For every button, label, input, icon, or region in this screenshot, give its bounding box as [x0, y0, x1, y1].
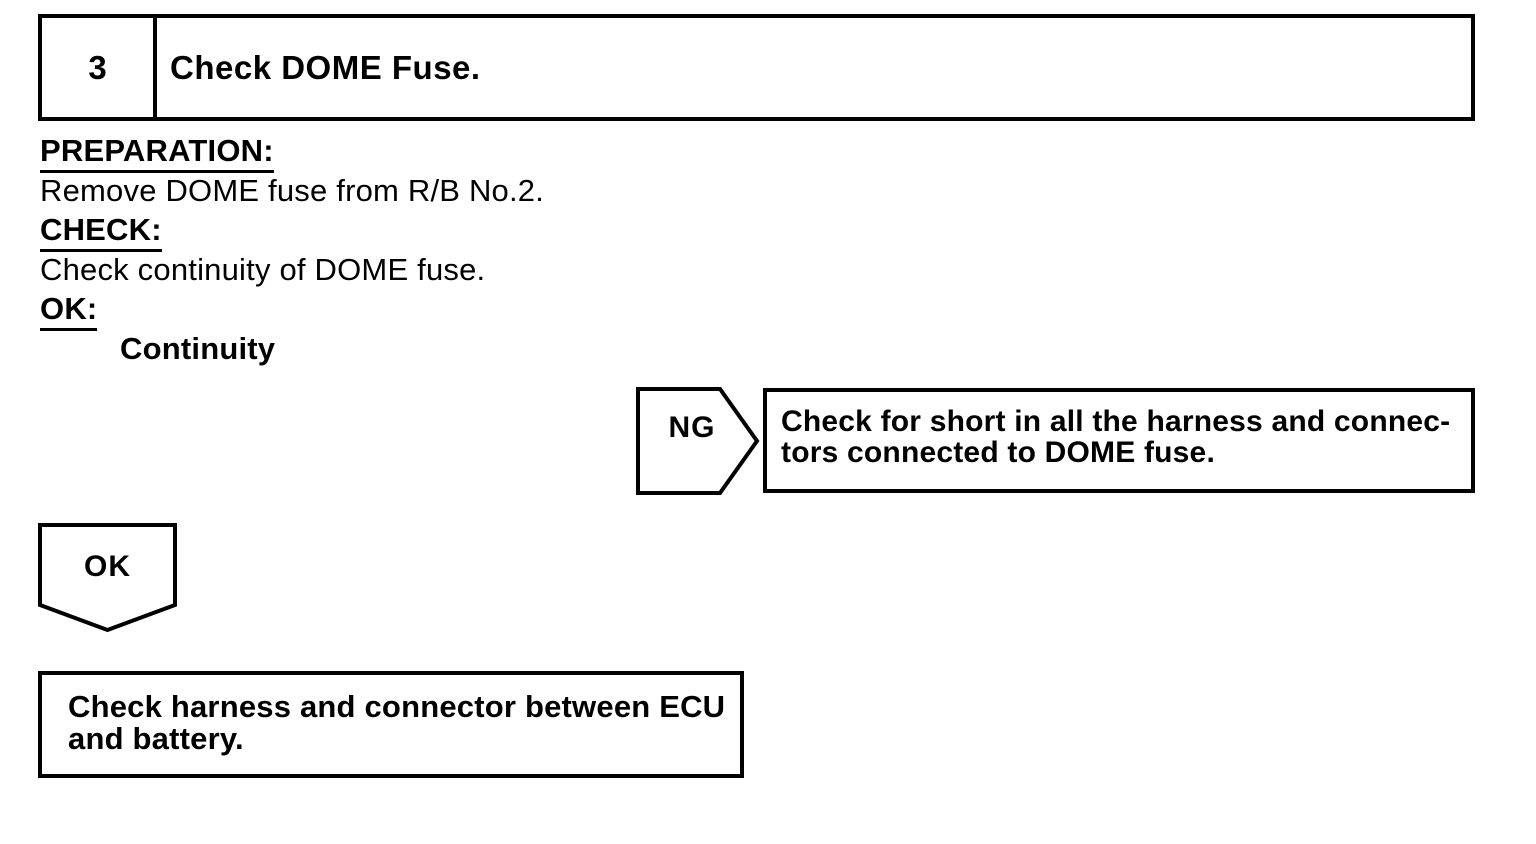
- step-header-box: 3 Check DOME Fuse.: [38, 14, 1475, 121]
- ok-label-text: OK:: [40, 291, 98, 331]
- ng-connector-label: NG: [668, 411, 716, 444]
- next-step-line2: and battery.: [68, 721, 244, 756]
- check-label: CHECK:: [40, 210, 544, 252]
- check-label-text: CHECK:: [40, 212, 162, 252]
- procedure-text-block: PREPARATION: Remove DOME fuse from R/B N…: [40, 131, 544, 368]
- ng-result-line2: tors connected to DOME fuse.: [781, 436, 1215, 469]
- next-step-box: Check harness and connector between ECU …: [38, 671, 744, 778]
- next-step-line1: Check harness and connector between ECU: [68, 689, 726, 724]
- ng-connector-arrow: NG: [636, 387, 760, 495]
- ok-spec-value: Continuity: [120, 330, 276, 366]
- ok-arrow-shape: [38, 523, 177, 633]
- preparation-label: PREPARATION:: [40, 131, 544, 173]
- ok-connector-arrow: OK: [38, 523, 179, 635]
- ng-arrow-shape: [636, 387, 760, 495]
- step-number: 3: [42, 18, 157, 117]
- preparation-instruction: Remove DOME fuse from R/B No.2.: [40, 172, 545, 208]
- ok-label: OK:: [40, 289, 544, 331]
- ng-result-box: Check for short in all the harness and c…: [763, 388, 1475, 493]
- step-title: Check DOME Fuse.: [170, 48, 481, 86]
- preparation-label-text: PREPARATION:: [40, 133, 274, 173]
- check-instruction: Check continuity of DOME fuse.: [40, 251, 486, 287]
- ok-connector-label: OK: [84, 550, 131, 583]
- ng-result-line1: Check for short in all the harness and c…: [781, 405, 1451, 438]
